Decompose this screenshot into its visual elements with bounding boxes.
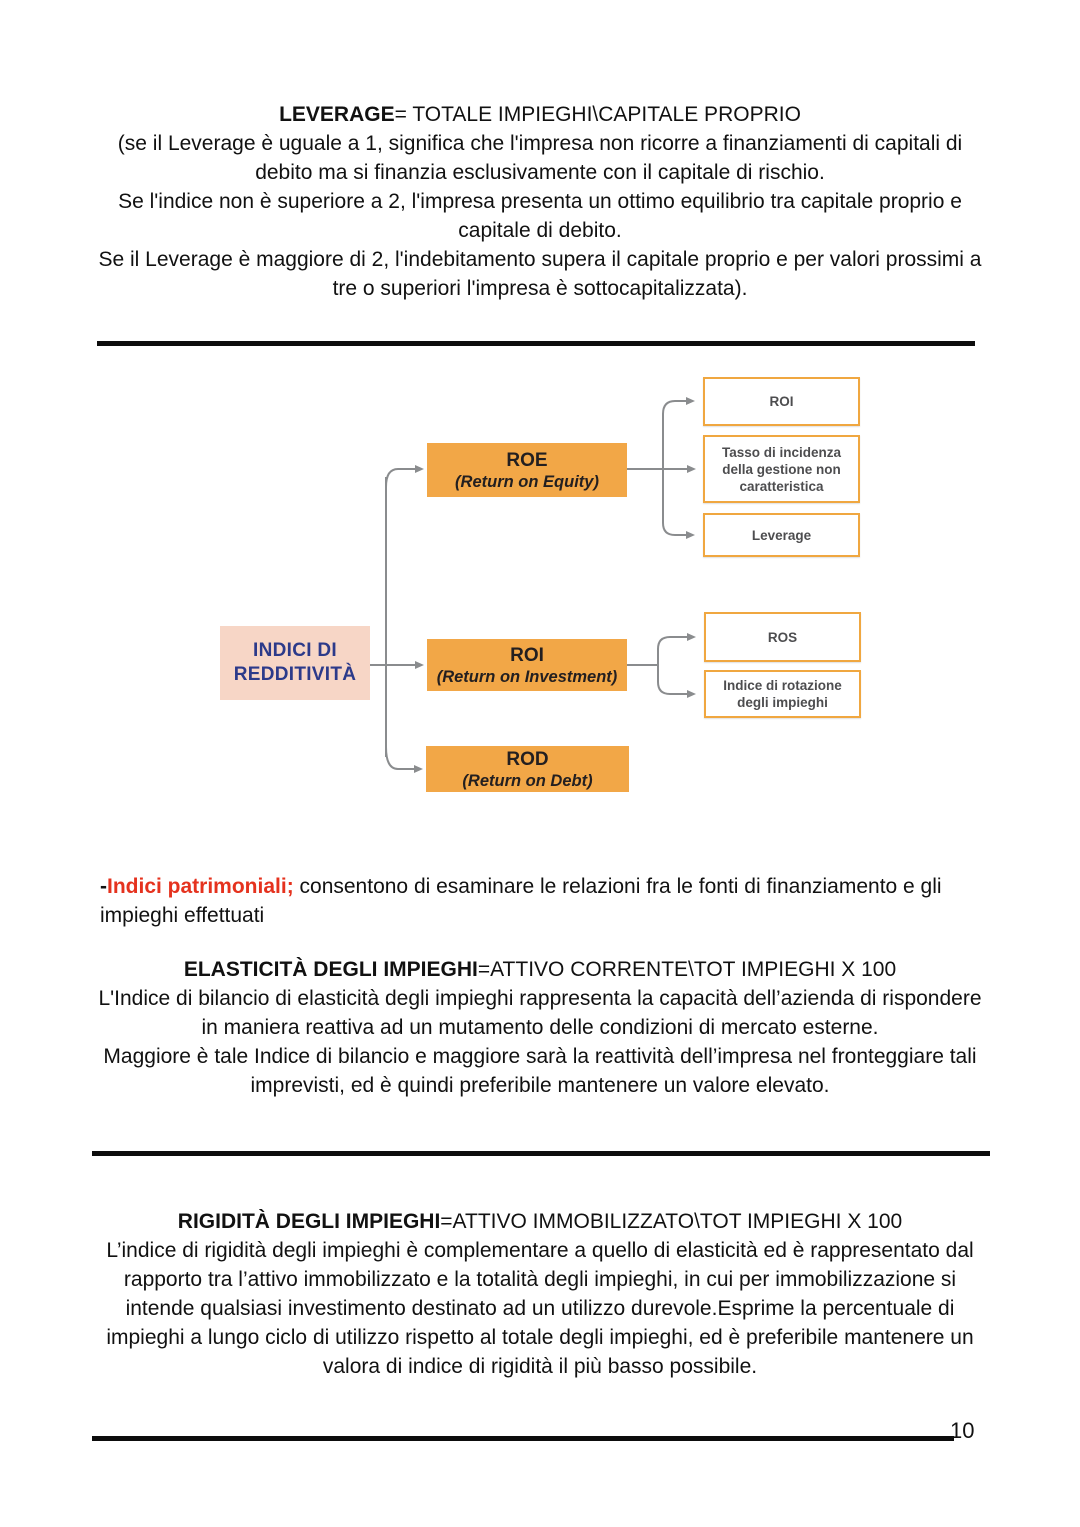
elasticita-paragraph-2: Maggiore è tale Indice di bilancio e mag…	[103, 1045, 977, 1097]
roe-title: ROE	[506, 449, 548, 471]
rod-subtitle: (Return on Debt)	[462, 771, 593, 790]
roe-subtitle: (Return on Equity)	[455, 472, 599, 491]
leverage-section: LEVERAGE= TOTALE IMPIEGHI\CAPITALE PROPR…	[95, 100, 985, 303]
arrow-to-rod	[385, 746, 423, 773]
arrow-roe-to-roi-leaf	[627, 397, 695, 470]
rigidita-section: RIGIDITÀ DEGLI IMPIEGHI=ATTIVO IMMOBILIZ…	[95, 1207, 985, 1381]
diagram-root-node: INDICI DI REDDITIVITÀ	[220, 626, 370, 700]
rigidita-heading-rest: =ATTIVO IMMOBILIZZATO\TOT IMPIEGHI X 100	[440, 1210, 903, 1233]
leverage-paragraph-1: (se il Leverage è uguale a 1, significa …	[117, 132, 963, 184]
rod-title: ROD	[506, 748, 549, 770]
arrow-roi-to-ros-leaf	[627, 633, 696, 666]
rigidita-heading-bold: RIGIDITÀ DEGLI IMPIEGHI	[177, 1210, 441, 1233]
rigidita-heading: RIGIDITÀ DEGLI IMPIEGHI=ATTIVO IMMOBILIZ…	[95, 1207, 985, 1236]
roi-title: ROI	[510, 644, 544, 666]
elasticita-heading: ELASTICITÀ DEGLI IMPIEGHI=ATTIVO CORRENT…	[95, 955, 985, 984]
elasticita-heading-rest: =ATTIVO CORRENTE\TOT IMPIEGHI X 100	[477, 958, 897, 981]
arrow-to-roe	[385, 465, 424, 488]
patrimoniali-rest: consentono di esaminare le relazioni fra…	[100, 875, 942, 927]
patrimoniali-red-label: Indici patrimoniali;	[107, 875, 294, 898]
elasticita-paragraph-1: L'Indice di bilancio di elasticità degli…	[98, 987, 982, 1039]
diagram-connectors-svg	[370, 397, 696, 773]
rigidita-paragraph: L’indice di rigidità degli impieghi è co…	[106, 1239, 974, 1378]
leverage-heading-bold: LEVERAGE	[279, 103, 395, 126]
leverage-paragraph-3: Se il Leverage è maggiore di 2, l'indebi…	[98, 248, 982, 300]
leverage-heading: LEVERAGE= TOTALE IMPIEGHI\CAPITALE PROPR…	[95, 100, 985, 129]
diagram-roi-node: ROI (Return on Investment)	[427, 639, 627, 691]
elasticita-section: ELASTICITÀ DEGLI IMPIEGHI=ATTIVO CORRENT…	[95, 955, 985, 1100]
leaf-roi: ROI	[703, 377, 860, 426]
leverage-heading-rest: = TOTALE IMPIEGHI\CAPITALE PROPRIO	[394, 103, 801, 126]
profitability-indices-diagram: INDICI DI REDDITIVITÀ ROE (Return on Equ…	[0, 345, 1080, 830]
divider-middle	[92, 1151, 990, 1156]
leverage-paragraph-2: Se l'indice non è superiore a 2, l'impre…	[118, 190, 962, 242]
connector-lines	[370, 397, 696, 773]
elasticita-heading-bold: ELASTICITÀ DEGLI IMPIEGHI	[183, 958, 478, 981]
arrow-roe-to-leverage-leaf	[662, 469, 695, 539]
page-number: 10	[950, 1418, 975, 1443]
leaf-rotazione-impieghi: Indice di rotazione degli impieghi	[704, 670, 861, 718]
patrimoniali-paragraph: -Indici patrimoniali; consentono di esam…	[100, 872, 980, 930]
diagram-rod-node: ROD (Return on Debt)	[426, 746, 629, 792]
patrimoniali-dash: -	[100, 875, 107, 898]
divider-top	[97, 341, 975, 346]
diagram-roe-node: ROE (Return on Equity)	[427, 443, 627, 497]
leaf-leverage: Leverage	[703, 513, 860, 557]
leaf-ros: ROS	[704, 612, 861, 662]
divider-bottom	[92, 1436, 954, 1441]
arrow-roi-to-rotazione-leaf	[657, 665, 696, 698]
leaf-tasso-incidenza: Tasso di incidenza della gestione non ca…	[703, 435, 860, 503]
roi-subtitle: (Return on Investment)	[436, 667, 618, 686]
